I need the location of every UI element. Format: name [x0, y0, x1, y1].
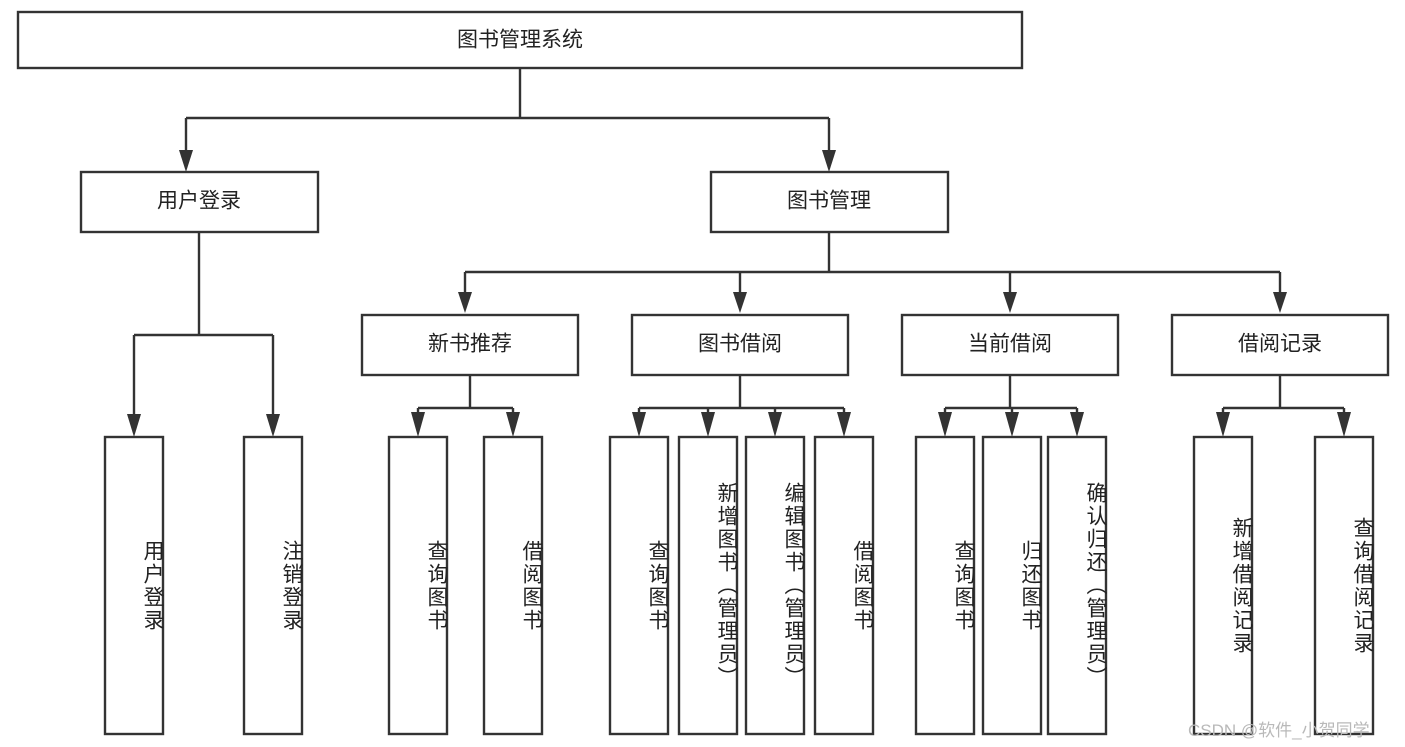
- arrow-head-icon: [768, 412, 782, 437]
- node-leaf-rec-borrow-box[interactable]: [482, 435, 544, 736]
- node-root[interactable]: 图书管理系统: [16, 10, 1024, 70]
- node-root-label: 图书管理系统: [457, 29, 583, 52]
- arrow-head-icon: [179, 150, 193, 172]
- arrow-head-icon: [458, 292, 472, 313]
- node-leaf-borrow-query-box[interactable]: [608, 435, 670, 736]
- node-leaf-rec-query-box[interactable]: [387, 435, 449, 736]
- arrow-head-icon: [1337, 412, 1351, 437]
- arrow-head-icon: [127, 414, 141, 437]
- node-book-borrow-box[interactable]: [630, 313, 850, 377]
- node-borrow-record-label: 借阅记录: [1238, 333, 1322, 356]
- arrow-head-icon: [1005, 412, 1019, 437]
- node-current-borrow-box[interactable]: [900, 313, 1120, 377]
- arrow-head-icon: [1003, 292, 1017, 313]
- node-user-login-label: 用户登录: [157, 190, 241, 213]
- node-borrow-record[interactable]: 借阅记录: [1170, 313, 1390, 377]
- node-leaf-borrow-do-box[interactable]: [813, 435, 875, 736]
- node-current-borrow-label: 当前借阅: [968, 333, 1052, 356]
- arrow-head-icon: [266, 414, 280, 437]
- watermark-text: CSDN @软件_小贺同学: [1188, 721, 1370, 740]
- connector-group-book-admin: [458, 233, 1287, 313]
- node-leaf-borrow-add-box[interactable]: [677, 435, 739, 736]
- arrow-head-icon: [837, 412, 851, 437]
- node-book-admin[interactable]: 图书管理: [709, 170, 950, 234]
- connector-group-current-borrow: [938, 375, 1084, 437]
- arrow-head-icon: [701, 412, 715, 437]
- arrow-head-icon: [1216, 412, 1230, 437]
- node-leaf-rec-query-record-box[interactable]: [1313, 435, 1375, 736]
- node-book-borrow[interactable]: 图书借阅: [630, 313, 850, 377]
- connector-group-book-borrow: [632, 375, 851, 437]
- node-new-book-rec[interactable]: 新书推荐: [360, 313, 580, 377]
- node-user-login[interactable]: 用户登录: [79, 170, 320, 234]
- node-leaf-cur-query-box[interactable]: [914, 435, 976, 736]
- connector-group-new-book-rec: [411, 375, 520, 437]
- arrow-head-icon: [1070, 412, 1084, 437]
- node-book-admin-label: 图书管理: [787, 190, 871, 213]
- arrow-head-icon: [938, 412, 952, 437]
- node-user-login-box[interactable]: [79, 170, 320, 234]
- node-book-admin-box[interactable]: [709, 170, 950, 234]
- node-leaf-user-logout-box[interactable]: [242, 435, 304, 736]
- arrow-head-icon: [506, 412, 520, 437]
- connector-group-root: [179, 68, 836, 172]
- node-book-borrow-label: 图书借阅: [698, 333, 782, 356]
- node-leaf-rec-add-box[interactable]: [1192, 435, 1254, 736]
- arrow-head-icon: [632, 412, 646, 437]
- arrow-head-icon: [1273, 292, 1287, 313]
- node-current-borrow[interactable]: 当前借阅: [900, 313, 1120, 377]
- node-root-box[interactable]: [16, 10, 1024, 70]
- arrow-head-icon: [822, 150, 836, 172]
- arrow-head-icon: [733, 292, 747, 313]
- node-leaf-cur-confirm-box[interactable]: [1046, 435, 1108, 736]
- node-new-book-rec-label: 新书推荐: [428, 333, 512, 356]
- node-new-book-rec-box[interactable]: [360, 313, 580, 377]
- connector-group-borrow-record: [1216, 375, 1351, 437]
- arrow-head-icon: [411, 412, 425, 437]
- node-leaf-borrow-edit-box[interactable]: [744, 435, 806, 736]
- node-leaf-cur-return-box[interactable]: [981, 435, 1043, 736]
- node-borrow-record-box[interactable]: [1170, 313, 1390, 377]
- connector-group-user-login: [127, 232, 280, 437]
- node-leaf-user-login-box[interactable]: [103, 435, 165, 736]
